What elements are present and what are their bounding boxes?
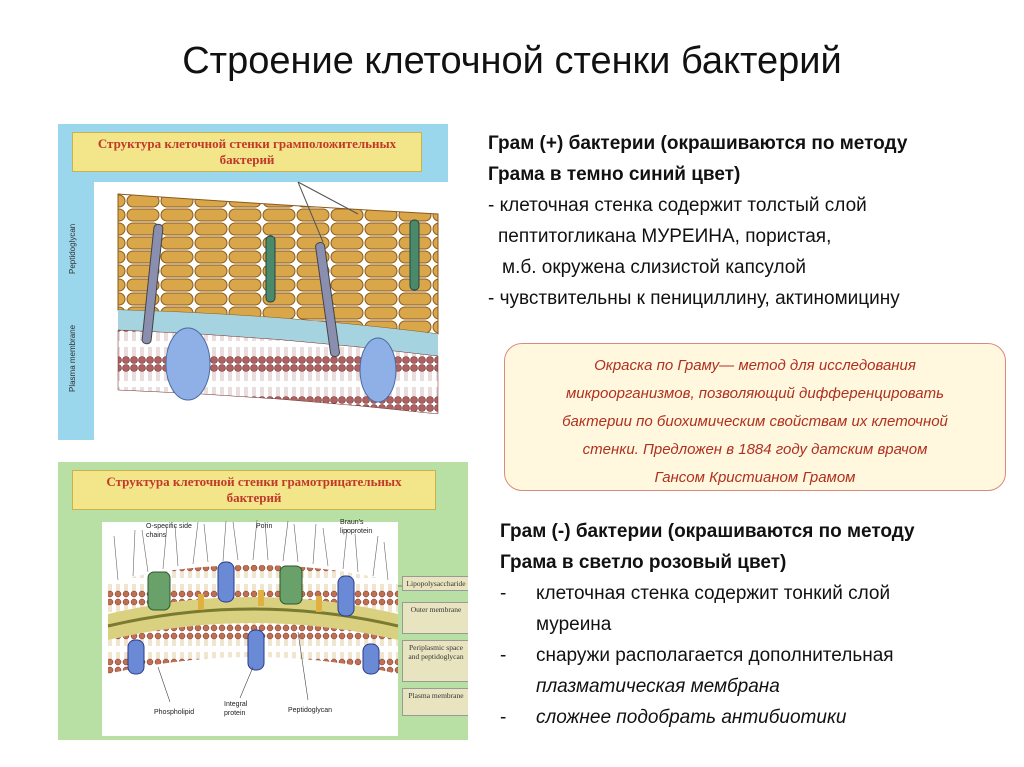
gram-negative-item2: - снаружи располагается дополнительная — [500, 640, 1020, 671]
gram-negative-illustration — [102, 519, 408, 736]
peptidoglycan-label: Peptidoglycan — [68, 223, 77, 274]
gram-positive-item2: - чувствительны к пенициллину, актиномиц… — [488, 288, 900, 309]
gram-negative-item1-line2: муреина — [536, 614, 612, 635]
gram-negative-diagram: Структура клеточной стенки грамотрицател… — [58, 462, 468, 740]
plasma-membrane-legend: Plasma membrane — [402, 688, 468, 716]
integral-protein-label: Integral protein — [224, 701, 248, 717]
gram-positive-diagram: Структура клеточной стенки грамположител… — [58, 124, 448, 440]
gram-positive-heading-2: Грама в темно синий цвет) — [488, 164, 741, 185]
item-dash: - — [500, 645, 507, 666]
gram-positive-heading-1: Грам (+) бактерии (окрашиваются по метод… — [488, 133, 908, 154]
phospholipid-label: Phospholipid — [154, 709, 195, 716]
gram-negative-figure-title: Структура клеточной стенки грамотрицател… — [72, 470, 436, 510]
gram-positive-description: Грам (+) бактерии (окрашиваются по метод… — [488, 128, 1008, 314]
note-line-5: Гансом Кристианом Грамом — [654, 469, 856, 486]
note-line-4: стенки. Предложен в 1884 году датским вр… — [582, 441, 928, 458]
note-line-3: бактерии по биохимическим свойствам их к… — [562, 413, 948, 430]
gram-negative-item3: - сложнее подобрать антибиотики — [500, 702, 1020, 733]
gram-positive-item1-line2: пептитогликана МУРЕИНА, пористая, — [498, 226, 832, 247]
lps-legend: Lipopolysaccharide — [402, 576, 468, 591]
gram-negative-item1: - клеточная стенка содержит тонкий слой — [500, 578, 1020, 609]
gram-positive-figure-title: Структура клеточной стенки грамположител… — [72, 132, 422, 172]
gram-negative-description: Грам (-) бактерии (окрашиваются по метод… — [500, 516, 1020, 733]
gram-negative-item2-line1: снаружи располагается дополнительная — [536, 645, 894, 666]
slide-title: Строение клеточной стенки бактерий — [182, 40, 842, 82]
gram-negative-heading-1: Грам (-) бактерии (окрашиваются по метод… — [500, 521, 915, 542]
gram-positive-item1-line1: - клеточная стенка содержит толстый слой — [488, 195, 867, 216]
gram-positive-illustration — [94, 181, 448, 440]
note-line-1: Окраска по Граму— метод для исследования — [594, 357, 916, 374]
gram-negative-item3-text: сложнее подобрать антибиотики — [536, 707, 847, 728]
gram-negative-item2-line2: плазматическая мембрана — [536, 676, 780, 697]
peptidoglycan-neg-label: Peptidoglycan — [288, 707, 332, 714]
item-dash: - — [500, 583, 507, 604]
o-specific-label: O-specific side chains — [146, 523, 192, 539]
outer-membrane-legend: Outer membrane — [402, 602, 468, 634]
gram-positive-item1-line3: м.б. окружена слизистой капсулой — [502, 257, 806, 278]
plasma-membrane-label: Plasma membrane — [68, 324, 77, 392]
porin-label: Porin — [256, 523, 273, 530]
brauns-lipoprotein-label: Braun's lipoprotein — [340, 519, 373, 535]
item-dash: - — [500, 707, 507, 728]
gram-negative-heading-2: Грама в светло розовый цвет) — [500, 552, 787, 573]
gram-negative-item1-line1: клеточная стенка содержит тонкий слой — [536, 583, 891, 604]
periplasmic-legend: Periplasmic space and peptidoglycan — [402, 640, 468, 682]
note-line-2: микроорганизмов, позволяющий дифференцир… — [565, 385, 945, 402]
gram-stain-note: Окраска по Граму— метод для исследования… — [504, 343, 1006, 491]
